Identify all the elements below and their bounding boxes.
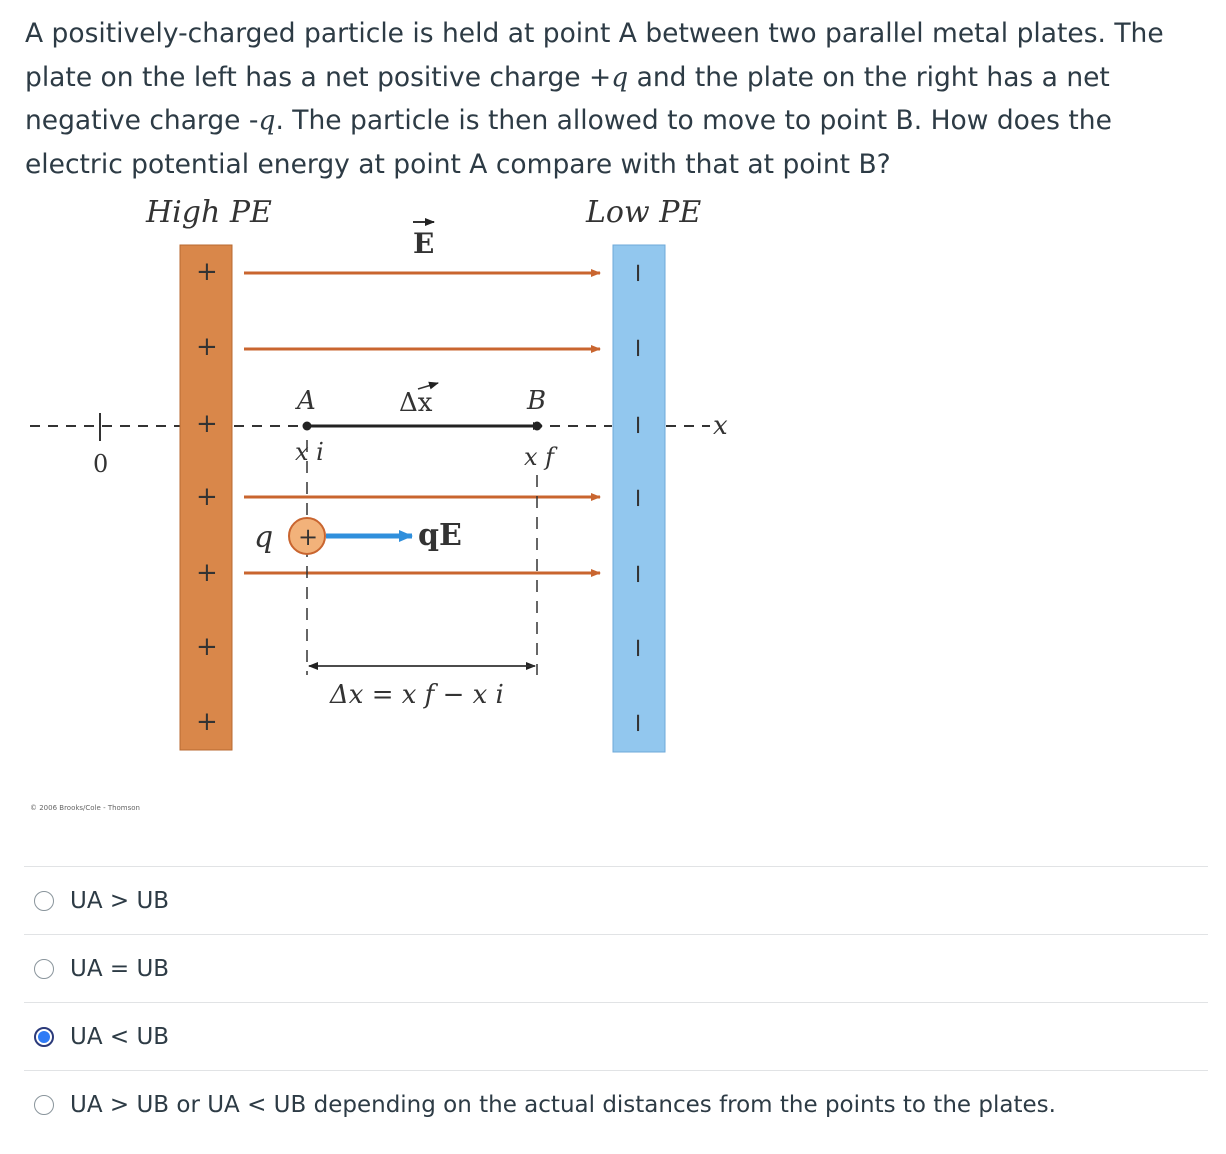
high-pe-label: High PE <box>145 195 272 230</box>
minus-sign: − <box>623 337 653 359</box>
minus-sign: − <box>623 563 653 585</box>
low-pe-label: Low PE <box>585 195 701 230</box>
point-b-label: B <box>526 386 546 416</box>
point-b-dot <box>532 421 542 431</box>
particle <box>288 517 326 555</box>
minus-sign: − <box>623 712 653 734</box>
question-variable: q <box>611 61 629 93</box>
origin-label: 0 <box>93 450 108 478</box>
delta-x-label: Δx <box>399 388 433 418</box>
xf-label: x f <box>524 443 558 471</box>
plus-sign: + <box>196 409 218 439</box>
answer-option[interactable]: UA = UB <box>24 934 1208 1002</box>
point-a-dot <box>302 421 312 431</box>
negative-plate <box>612 244 666 753</box>
answer-option[interactable]: UA > UB <box>24 866 1208 934</box>
plus-sign: + <box>196 558 218 588</box>
plus-sign: + <box>196 257 218 287</box>
answer-label: UA > UB or UA < UB depending on the actu… <box>70 1091 1056 1118</box>
answer-label: UA < UB <box>70 1023 170 1050</box>
radio-button[interactable] <box>34 1094 54 1115</box>
minus-sign: − <box>623 414 653 436</box>
minus-sign: − <box>623 487 653 509</box>
minus-sign: − <box>623 637 653 659</box>
charge-q-label: q <box>254 520 273 555</box>
copyright-text: © 2006 Brooks/Cole - Thomson <box>30 804 140 812</box>
positive-plate <box>179 244 233 751</box>
answer-label: UA = UB <box>70 955 170 982</box>
answer-option[interactable]: UA > UB or UA < UB depending on the actu… <box>24 1070 1208 1138</box>
negative-plate-signs: − − − − − − − <box>623 262 653 734</box>
question-text: A positively-charged particle is held at… <box>25 12 1210 186</box>
x-axis-label: x <box>713 411 728 441</box>
question-variable: q <box>258 105 276 136</box>
radio-button[interactable] <box>34 958 54 979</box>
answer-label: UA > UB <box>70 887 170 914</box>
particle-charge-sign: + <box>298 523 318 551</box>
force-label: qE <box>418 518 462 553</box>
plus-sign: + <box>196 332 218 362</box>
plus-sign: + <box>196 707 218 737</box>
radio-button[interactable] <box>34 890 54 911</box>
point-a-label: A <box>295 386 316 416</box>
answer-option[interactable]: UA < UB <box>24 1002 1208 1070</box>
question-text-part: . The particle is then allowed to move t… <box>25 105 1112 180</box>
delta-x-vector-arrow <box>417 381 439 390</box>
answer-list: UA > UB UA = UB UA < UB UA > UB or UA < … <box>24 866 1208 1138</box>
positive-plate-signs: + + + + + + + <box>196 257 218 737</box>
minus-sign: − <box>623 262 653 284</box>
displacement-equation: Δx = x f − x i <box>329 680 504 710</box>
plus-sign: + <box>196 632 218 662</box>
parallel-plates-diagram: High PE Low PE E 0 x + + + + + + + − − − <box>20 185 780 845</box>
question-text-part: A positively-charged particle is held at… <box>25 18 1164 93</box>
question-text-part: and the plate on the right has a net neg… <box>25 61 1110 137</box>
plus-sign: + <box>196 482 218 512</box>
radio-button-selected[interactable] <box>34 1026 54 1047</box>
xi-label: x i <box>295 438 324 466</box>
field-label: E <box>413 227 434 260</box>
